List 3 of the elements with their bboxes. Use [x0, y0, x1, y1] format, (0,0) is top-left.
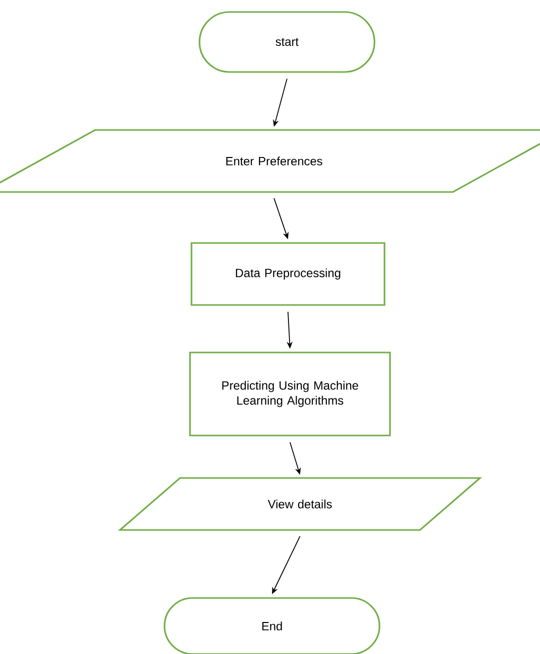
- process-box: Data Preprocessing: [190, 242, 386, 306]
- process-box: Predicting Using Machine Learning Algorithms: [189, 352, 391, 436]
- data-parallelogram: Enter Preferences: [0, 129, 540, 193]
